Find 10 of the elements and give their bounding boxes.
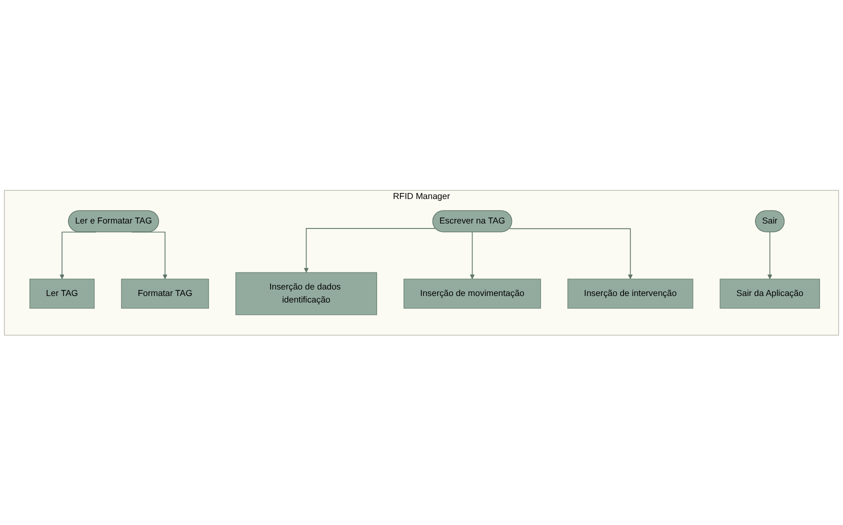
node-box: Ler TAG: [30, 278, 95, 308]
node-box: Inserção de dados identificação: [235, 272, 378, 315]
node-box: Sair da Aplicação: [720, 278, 820, 308]
arrow: [470, 231, 475, 279]
arrow: [304, 228, 436, 272]
arrow: [767, 231, 772, 279]
node-box: Inserção de movimentação: [404, 278, 541, 308]
arrow: [508, 228, 633, 279]
node-box: Formatar TAG: [121, 278, 209, 308]
node-box: Inserção de intervenção: [567, 278, 694, 308]
